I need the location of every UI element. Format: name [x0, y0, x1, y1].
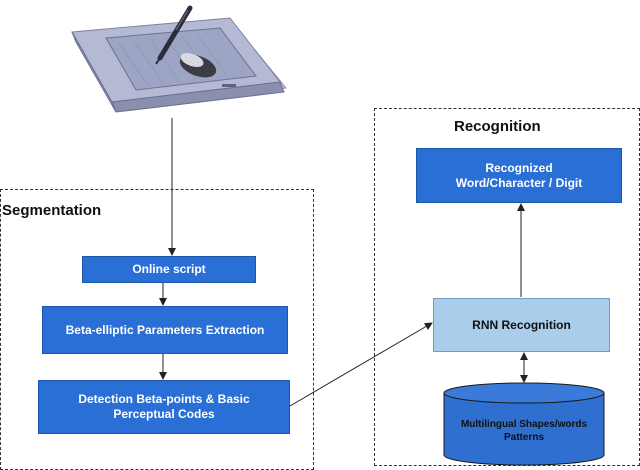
online-script-box: Online script [82, 256, 256, 283]
database-label-container: Multilingual Shapes/words Patterns [444, 418, 604, 444]
recognized-output-label: Recognized Word/Character / Digit [455, 160, 583, 190]
detection-beta-points-label: Detection Beta-points & Basic Perceptual… [78, 392, 250, 421]
database-label: Multilingual Shapes/words Patterns [460, 419, 588, 443]
beta-elliptic-extraction-label: Beta-elliptic Parameters Extraction [65, 322, 265, 337]
beta-elliptic-extraction-box: Beta-elliptic Parameters Extraction [42, 306, 288, 354]
arrow-detection-to-rnn [289, 322, 433, 407]
online-script-label: Online script [132, 262, 206, 276]
recognized-output-box: Recognized Word/Character / Digit [416, 148, 622, 203]
rnn-recognition-label: RNN Recognition [472, 317, 571, 332]
segmentation-title: Segmentation [2, 202, 102, 219]
recognition-title: Recognition [454, 118, 541, 135]
pen-icon [155, 5, 193, 65]
mouse-icon [179, 53, 217, 78]
detection-beta-points-box: Detection Beta-points & Basic Perceptual… [38, 380, 290, 434]
rnn-recognition-box: RNN Recognition [433, 298, 610, 352]
